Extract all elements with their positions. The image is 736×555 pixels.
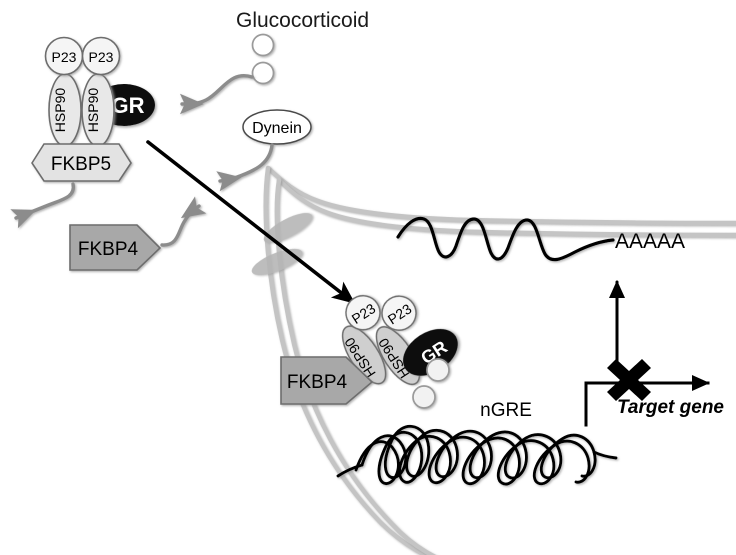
arrow-ligand-to-gr	[179, 73, 254, 115]
dna-tail-right	[592, 450, 618, 460]
arrow-fkbp4-exchange	[160, 196, 207, 247]
fkbp4-nuclear-pentagon	[280, 356, 374, 405]
repression-x-icon	[607, 359, 651, 401]
ligand-circle-1	[251, 33, 275, 57]
p23-nuclear-lower: P23	[381, 295, 417, 331]
dna-double-helix	[336, 424, 618, 486]
bound-ligand-2	[412, 385, 436, 409]
glucocorticoid-label: Glucocorticoid	[236, 9, 369, 32]
nuclear-pores	[251, 213, 313, 276]
poly-a-tail-label: AAAAA	[615, 230, 685, 253]
dna-strand-back	[354, 430, 591, 486]
nuclear-gr-complex: HSP90 HSP90 GR P23 P23	[341, 294, 458, 386]
target-gene-label: Target gene	[617, 397, 724, 418]
dna-tail-left	[336, 463, 364, 478]
p23-left-label: P23	[52, 49, 77, 65]
p23-nuclear-upper: P23	[345, 294, 381, 331]
p23-nuclear-lower-circle	[381, 295, 417, 331]
ngre-label: nGRE	[480, 400, 532, 421]
nuclear-pore-lower	[251, 248, 303, 276]
p23-left: P23	[44, 36, 84, 76]
arrow-transcription-start-site	[584, 374, 710, 427]
dynein-oval	[242, 109, 312, 145]
gr-label: GR	[112, 93, 145, 118]
hsp90-left-label: HSP90	[52, 88, 68, 133]
ligand-circle-2	[251, 61, 275, 85]
fkbp4-label: FKBP4	[78, 239, 139, 260]
mrna-transcript	[396, 216, 615, 262]
arrow-dynein-to-path	[216, 143, 274, 192]
fkbp4-pentagon	[69, 224, 162, 271]
bound-ligand-1	[426, 358, 450, 382]
dna-strand-front	[360, 424, 597, 480]
dynein-label: Dynein	[252, 120, 302, 137]
hsp90-right-label: HSP90	[85, 88, 101, 133]
arrow-fkbp5-release	[10, 182, 75, 229]
hsp90-right: HSP90	[81, 73, 115, 147]
fkbp4-nuclear: FKBP4	[280, 356, 374, 405]
arrow-nuclear-translocation	[146, 140, 356, 304]
fkbp4-nuclear-label: FKBP4	[287, 372, 348, 393]
nuclear-membrane-inner-left	[274, 177, 437, 555]
bound-glucocorticoid-ligands	[412, 358, 450, 409]
cytoplasmic-gr-complex: GR HSP90 HSP90 P23 P23	[31, 36, 155, 182]
hsp90-left: HSP90	[48, 73, 82, 147]
p23-right-label: P23	[89, 49, 114, 65]
fkbp5-hexagon	[31, 143, 132, 182]
repression-x-shape	[607, 359, 651, 401]
fkbp4-cytoplasmic: FKBP4	[69, 224, 162, 271]
dynein-node: Dynein	[242, 109, 312, 145]
p23-nuclear-upper-circle	[345, 294, 381, 331]
nuclear-membrane-inner	[276, 177, 736, 238]
p23-right: P23	[81, 36, 121, 76]
fkbp5-node: FKBP5	[31, 143, 132, 182]
glucocorticoid-ligands	[251, 33, 275, 85]
nuclear-membrane-outer	[265, 165, 736, 226]
nuclear-pore-upper	[263, 213, 313, 243]
p23-right-circle	[81, 36, 121, 76]
fkbp5-label: FKBP5	[51, 154, 111, 175]
